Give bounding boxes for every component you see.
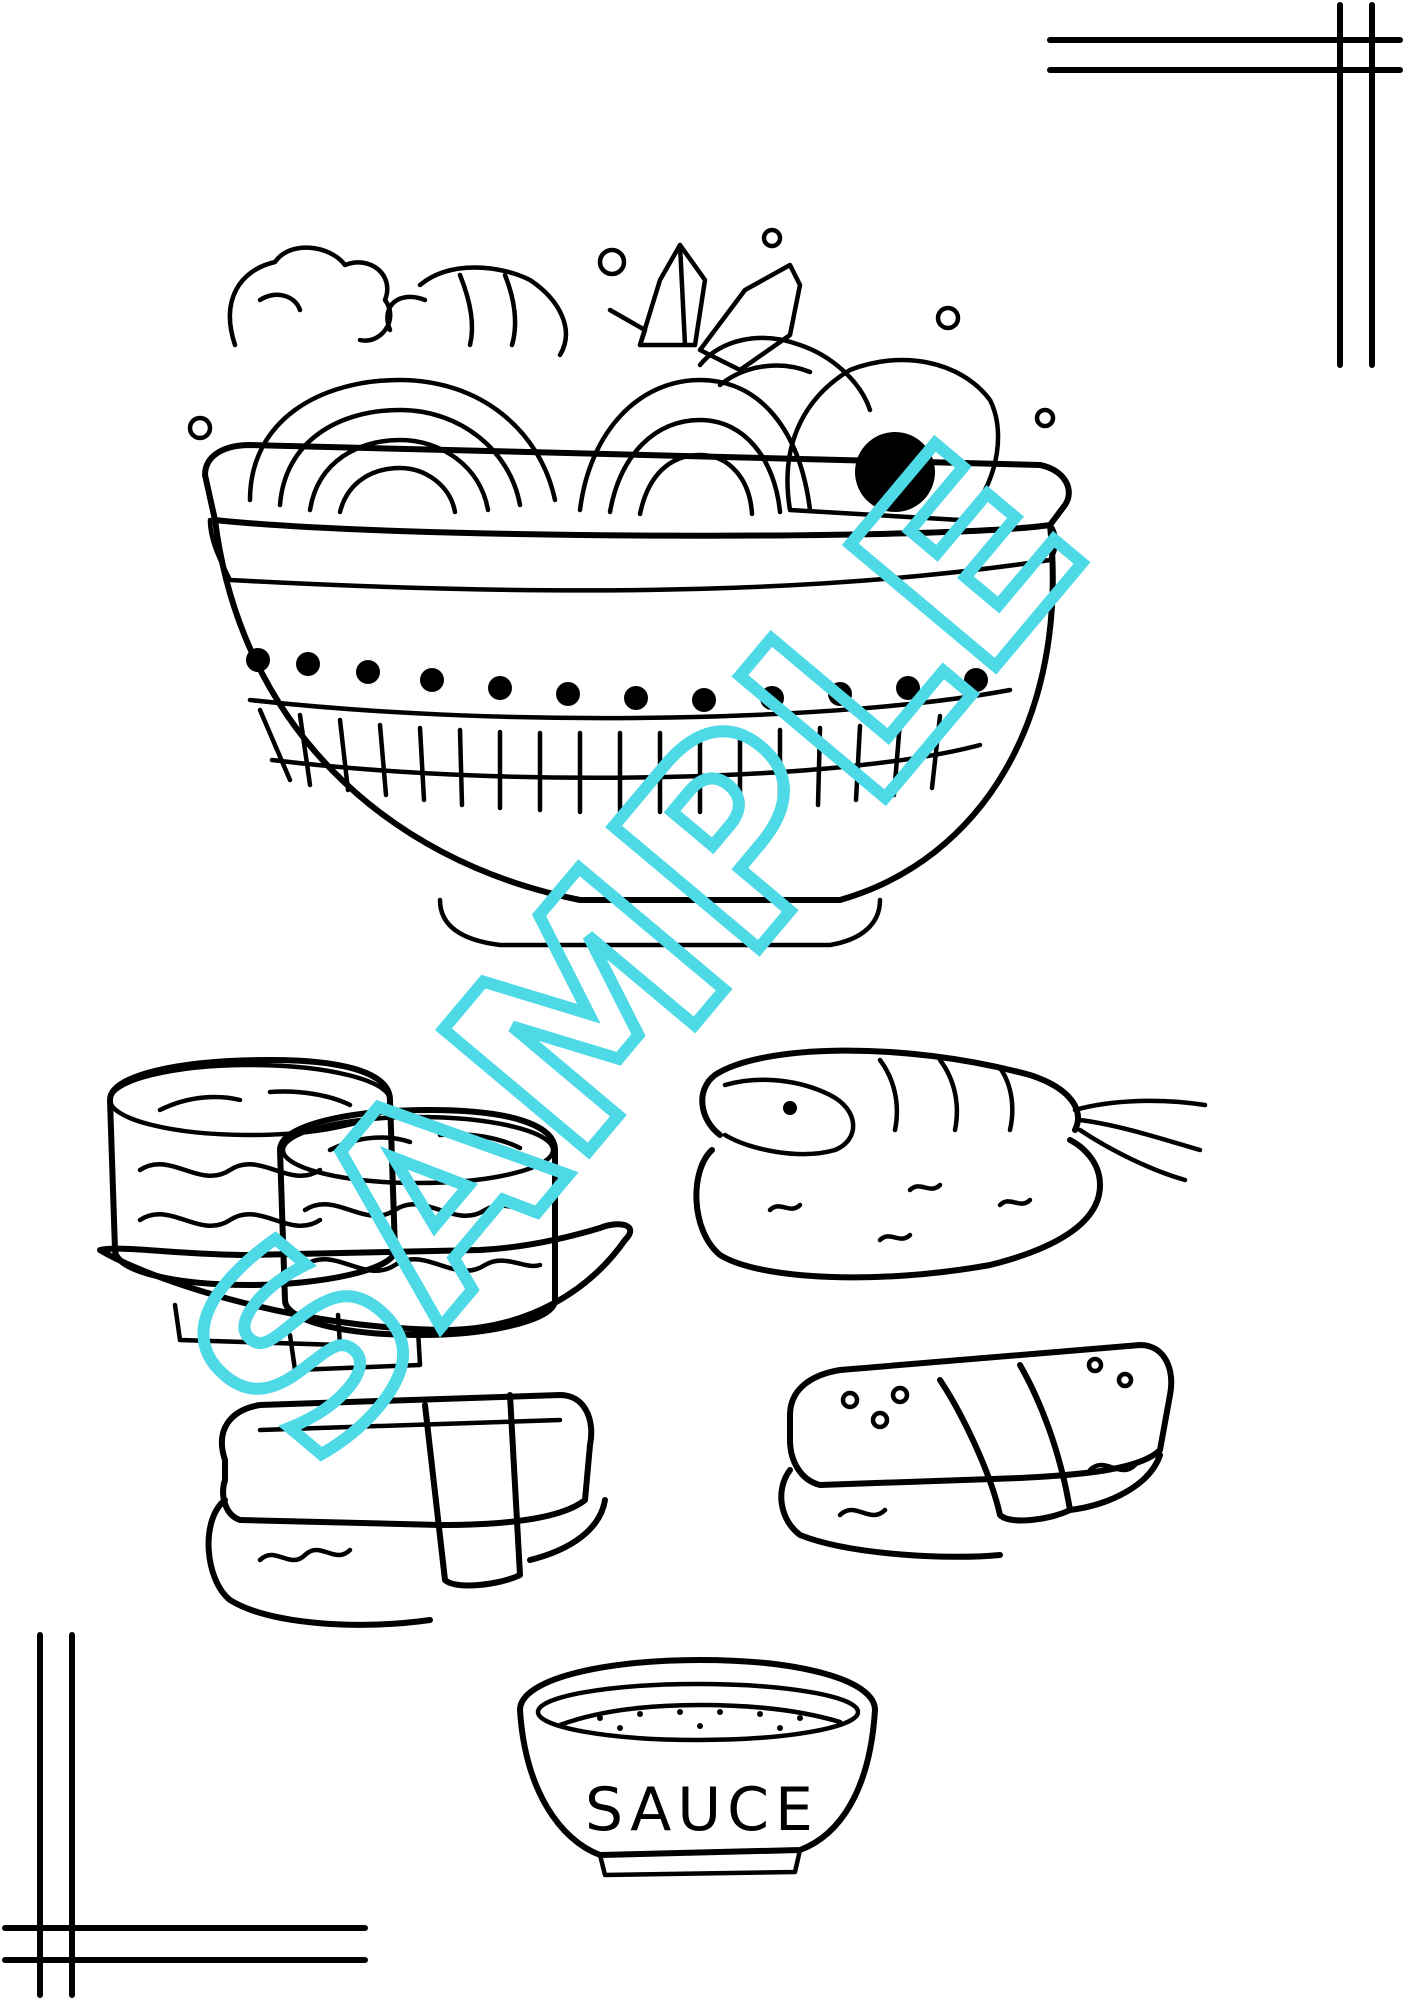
shrimp-nigiri-illustration xyxy=(693,1047,1208,1281)
sauce-label: SAUCE xyxy=(585,1775,819,1845)
corner-frame-bottom-left-icon xyxy=(2,1632,368,1998)
sample-watermark: SAMPLE xyxy=(132,390,1146,1516)
tamago-nigiri-left-illustration xyxy=(205,1392,608,1628)
sauce-dish-illustration: SAUCE xyxy=(517,1657,878,1878)
noodle-bowl-illustration xyxy=(187,227,1072,948)
corner-frame-top-right-icon xyxy=(1047,2,1403,368)
sushi-roll-plate-illustration xyxy=(97,1057,634,1373)
tamago-nigiri-right-illustration xyxy=(778,1342,1175,1560)
